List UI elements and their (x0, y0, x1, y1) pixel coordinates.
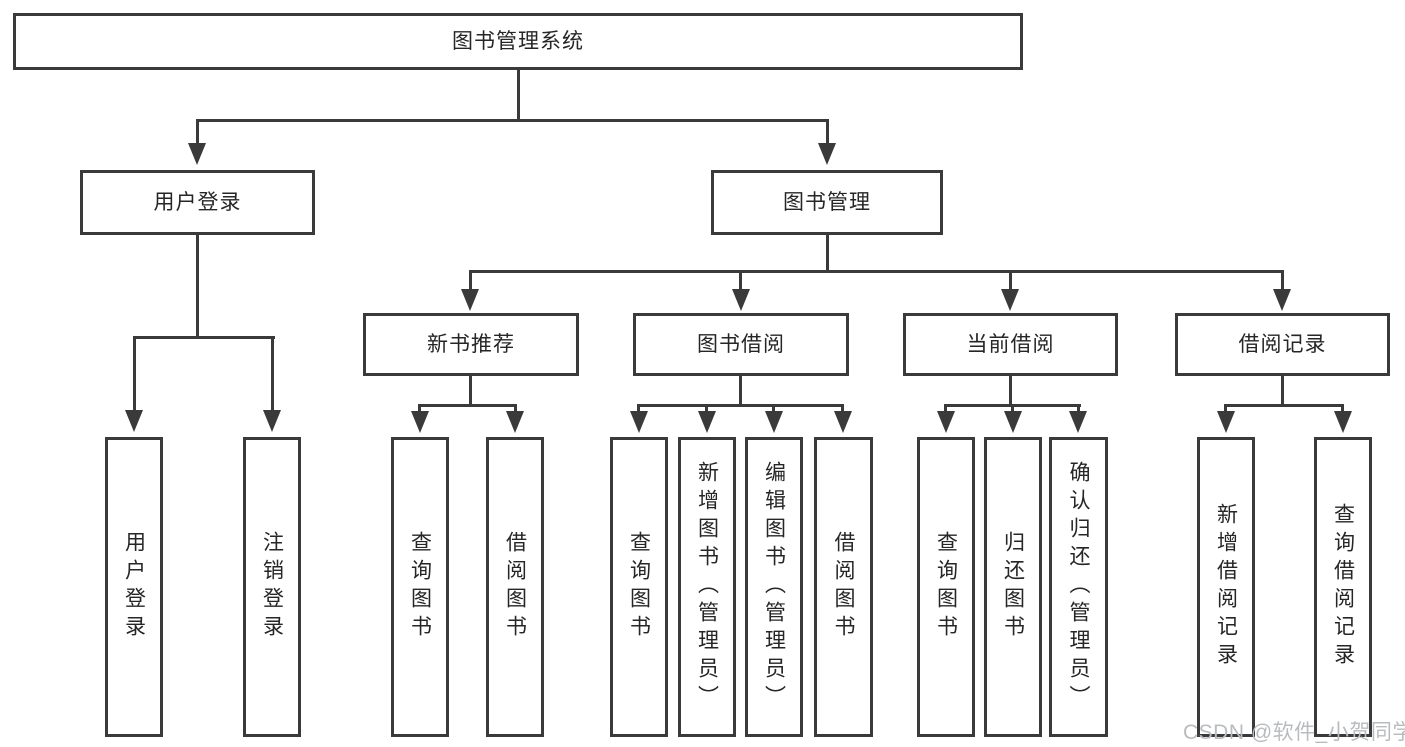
arrowhead-icon (630, 411, 648, 433)
leaf-logout-label: 注销登录 (260, 531, 284, 643)
node-library-system: 图书管理系统 (13, 13, 1023, 70)
leaf-user-login-label: 用户登录 (122, 531, 146, 643)
leaf-confirm-return-admin-label: 确认归还（管理员） (1067, 461, 1090, 713)
leaf-add-borrow-record: 新增借阅记录 (1197, 437, 1255, 737)
arrowhead-icon (834, 411, 852, 433)
node-book-borrowing: 图书借阅 (633, 313, 849, 376)
connector-drop (1224, 404, 1227, 413)
node-user-login-label: 用户登录 (153, 191, 242, 214)
connector-drop-leaf-logout (271, 336, 274, 411)
leaf-confirm-return-admin: 确认归还（管理员） (1049, 437, 1108, 737)
node-borrow-records: 借阅记录 (1175, 313, 1390, 376)
node-user-login: 用户登录 (80, 170, 315, 235)
leaf-query-books-current: 查询图书 (917, 437, 975, 737)
leaf-return-books-label: 归还图书 (1001, 531, 1025, 643)
leaf-add-books-admin-label: 新增图书（管理员） (695, 461, 719, 713)
connector-drop (1011, 404, 1014, 413)
arrowhead-icon (506, 411, 524, 433)
leaf-edit-books-admin: 编辑图书（管理员） (745, 437, 803, 737)
leaf-query-books-current-label: 查询图书 (934, 531, 958, 643)
connector-new-book-horizontal (418, 404, 517, 407)
leaf-logout: 注销登录 (243, 437, 301, 737)
arrowhead-icon (411, 411, 429, 433)
arrowhead-icon (1069, 411, 1087, 433)
arrowhead-icon (188, 143, 206, 165)
connector-drop (514, 404, 517, 413)
node-borrow-records-label: 借阅记录 (1238, 333, 1327, 356)
connector-drop-user-login (196, 119, 199, 145)
leaf-query-borrow-record: 查询借阅记录 (1314, 437, 1372, 737)
connector-drop (637, 404, 640, 413)
leaf-user-login: 用户登录 (105, 437, 163, 737)
connector-drop (1077, 404, 1080, 413)
connector-user-login-trunk (196, 235, 199, 339)
arrowhead-icon (1334, 411, 1352, 433)
node-new-book-recommend: 新书推荐 (363, 313, 579, 376)
connector-borrow-records-trunk (1281, 376, 1284, 406)
leaf-edit-books-admin-label: 编辑图书（管理员） (762, 461, 786, 713)
connector-book-management-trunk (826, 235, 829, 273)
connector-drop-borrow-records (1281, 270, 1284, 291)
connector-root-horizontal (196, 119, 829, 122)
leaf-query-books-borrowing-label: 查询图书 (627, 531, 651, 643)
leaf-query-books-borrowing: 查询图书 (610, 437, 668, 737)
connector-drop-leaf-user-login (133, 336, 136, 411)
leaf-query-books-recommend: 查询图书 (391, 437, 449, 737)
connector-book-borrowing-trunk (739, 376, 742, 406)
connector-new-book-trunk (469, 376, 472, 406)
node-new-book-recommend-label: 新书推荐 (427, 333, 515, 356)
connector-drop-current-borrowing (1009, 270, 1012, 291)
leaf-add-borrow-record-label: 新增借阅记录 (1214, 503, 1238, 671)
arrowhead-icon (1001, 289, 1019, 311)
leaf-borrow-books-borrowing-label: 借阅图书 (832, 531, 855, 643)
arrowhead-icon (125, 410, 143, 432)
leaf-query-books-recommend-label: 查询图书 (408, 531, 432, 643)
arrowhead-icon (765, 411, 783, 433)
arrowhead-icon (461, 289, 479, 311)
connector-user-login-horizontal (133, 336, 275, 339)
arrowhead-icon (1217, 411, 1235, 433)
arrowhead-icon (818, 143, 836, 165)
node-book-management-label: 图书管理 (783, 191, 871, 214)
arrowhead-icon (732, 289, 750, 311)
node-current-borrowing: 当前借阅 (903, 313, 1118, 376)
connector-drop (705, 404, 708, 413)
node-book-borrowing-label: 图书借阅 (697, 333, 785, 356)
connector-borrow-records-horizontal (1224, 404, 1344, 407)
connector-drop (772, 404, 775, 413)
leaf-borrow-books-borrowing: 借阅图书 (814, 437, 873, 737)
arrowhead-icon (1004, 411, 1022, 433)
connector-current-borrowing-trunk (1009, 376, 1012, 406)
connector-drop (418, 404, 421, 413)
connector-drop (944, 404, 947, 413)
connector-root-trunk (517, 70, 520, 122)
connector-book-borrowing-horizontal (637, 404, 844, 407)
arrowhead-icon (698, 411, 716, 433)
connector-drop (841, 404, 844, 413)
connector-book-management-horizontal (469, 270, 1284, 273)
leaf-borrow-books-recommend-label: 借阅图书 (503, 531, 527, 643)
arrowhead-icon (1273, 289, 1291, 311)
node-library-system-label: 图书管理系统 (452, 30, 584, 53)
leaf-return-books: 归还图书 (984, 437, 1042, 737)
leaf-query-borrow-record-label: 查询借阅记录 (1331, 503, 1355, 671)
arrowhead-icon (263, 410, 281, 432)
arrowhead-icon (937, 411, 955, 433)
connector-drop (1341, 404, 1344, 413)
node-current-borrowing-label: 当前借阅 (966, 333, 1055, 356)
connector-drop-book-borrowing (739, 270, 742, 291)
leaf-borrow-books-recommend: 借阅图书 (486, 437, 544, 737)
connector-drop-book-management (826, 119, 829, 145)
connector-drop-new-book (469, 270, 472, 291)
node-book-management: 图书管理 (711, 170, 943, 235)
csdn-watermark: CSDN @软件_小贺同学 (1183, 721, 1405, 744)
leaf-add-books-admin: 新增图书（管理员） (678, 437, 736, 737)
